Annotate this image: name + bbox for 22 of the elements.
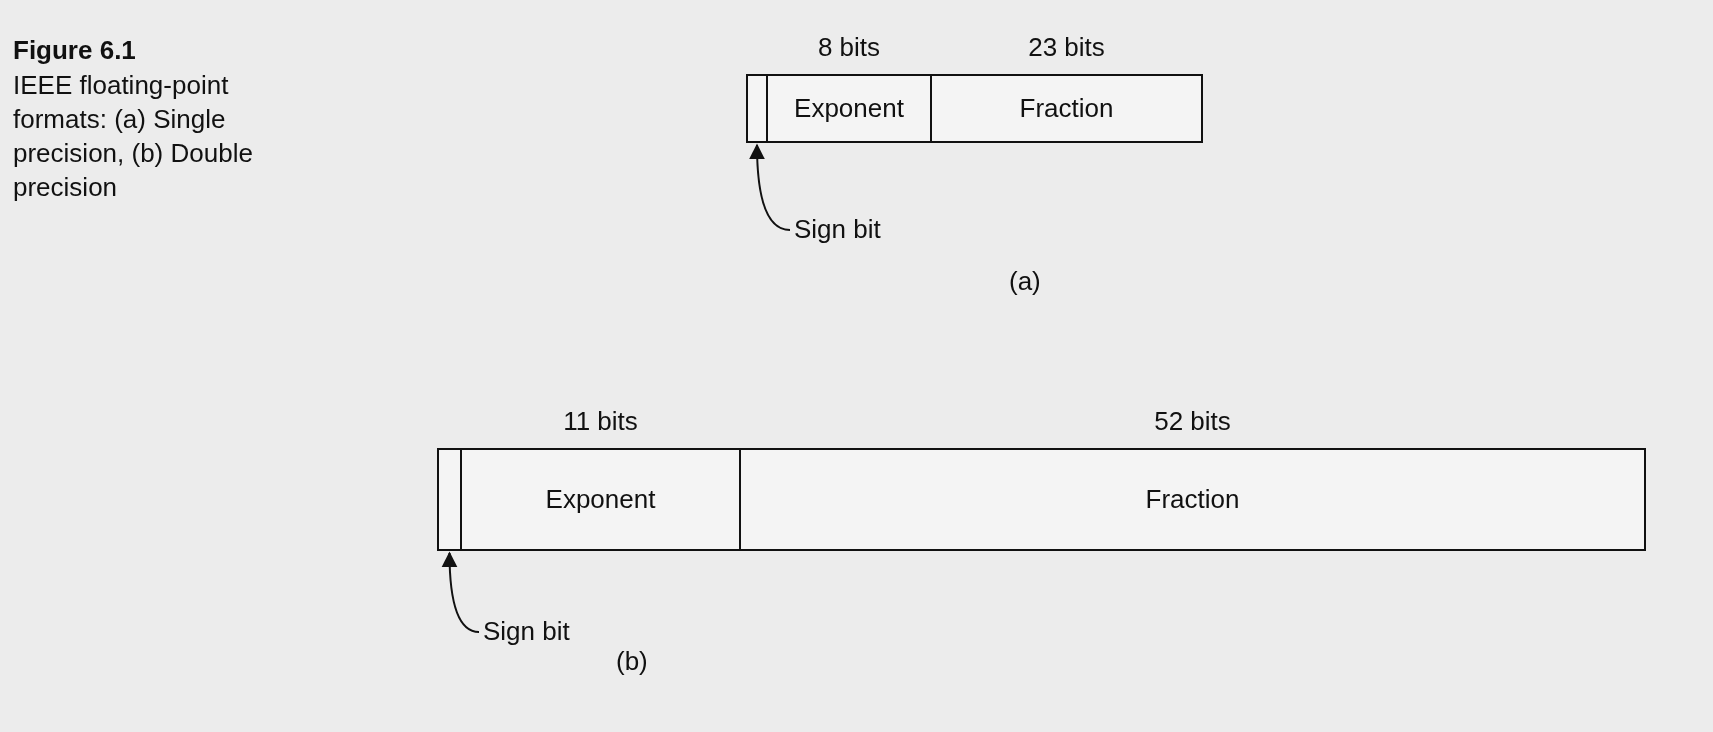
field-box (766, 74, 932, 143)
sign-bit-cell (746, 74, 768, 143)
leader-arrow (749, 143, 791, 231)
leader-label: Sign bit (794, 214, 881, 245)
field-box (460, 448, 741, 551)
leader-label: Sign bit (483, 616, 570, 647)
leader-arrow (441, 551, 480, 633)
bit-count-label: 52 bits (1153, 406, 1232, 437)
field-label: Fraction (1019, 93, 1114, 124)
field-box (930, 74, 1203, 143)
field-label: Exponent (545, 484, 656, 515)
field-label: Exponent (794, 93, 904, 124)
sign-bit-cell (437, 448, 462, 551)
figure-title: Figure 6.1 (13, 35, 136, 66)
panel-label: (b) (616, 646, 648, 677)
bit-count-label: 11 bits (562, 406, 639, 437)
field-label: Fraction (1145, 484, 1240, 515)
figure-caption: IEEE floating-point formats: (a) Single precision, (b) Double precision (13, 69, 254, 204)
panel-label: (a) (1009, 266, 1041, 297)
bit-count-label: 23 bits (1027, 32, 1106, 63)
field-box (739, 448, 1646, 551)
bit-count-label: 8 bits (816, 32, 882, 63)
